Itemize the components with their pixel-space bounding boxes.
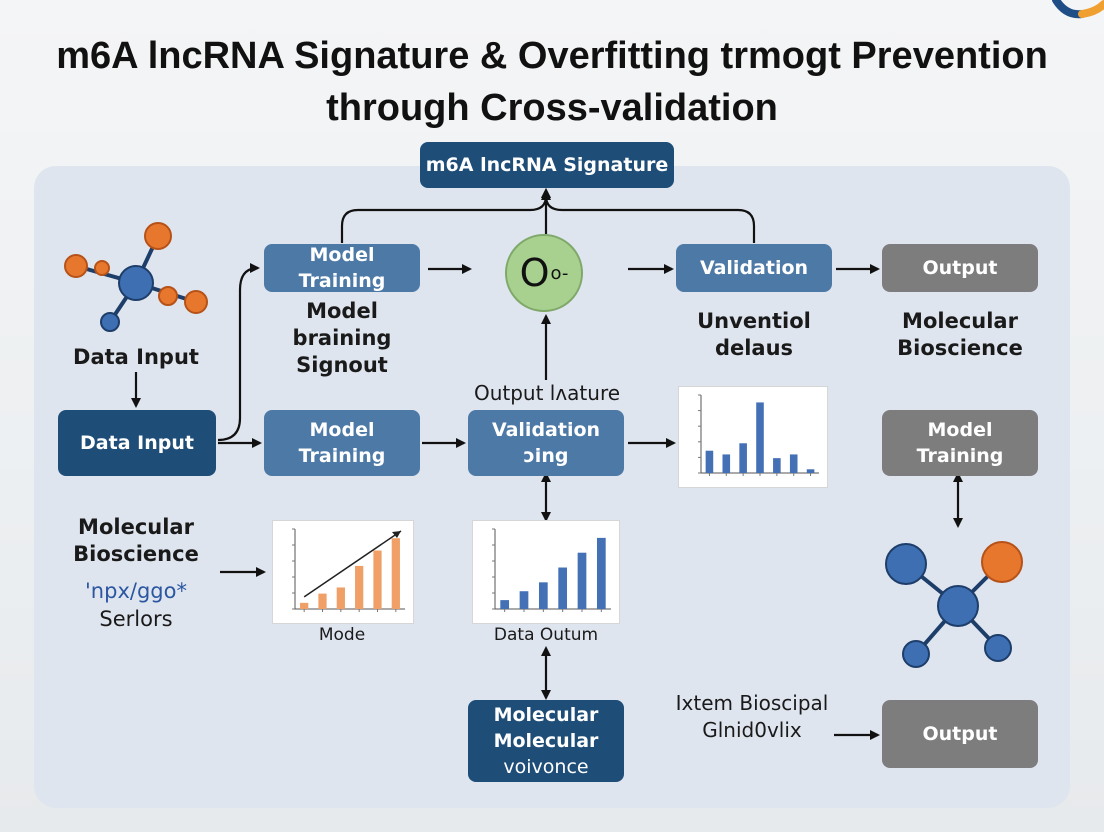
chart-blue-middle-svg [492, 528, 611, 612]
chart-axes [294, 529, 405, 610]
molecular-bioscience-left-line1: Molecular [78, 515, 194, 539]
data-outum-label: Data Outum [493, 625, 599, 645]
chart-bar [355, 565, 364, 609]
model-braining-line1: Model [306, 299, 378, 323]
chart-bar [538, 582, 548, 609]
chart-bar [577, 552, 587, 609]
molecular-box-line2: Molecular [493, 730, 599, 752]
chart-blue-top-right [678, 386, 828, 488]
data-input-box: Data Input [58, 410, 216, 476]
molecule-icon-right [885, 541, 1023, 668]
signature-box-label: m6A lncRNA Signature [425, 154, 669, 176]
chart-bar [500, 600, 510, 609]
title-line-2: through Cross-validation [326, 87, 778, 129]
chart-bar [336, 587, 345, 609]
molecular-bioscience-right-line1: Molecular [902, 309, 1018, 333]
model-braining-line2: braining [292, 326, 392, 350]
chart-orange-svg [292, 528, 405, 612]
output-box-top: Output [882, 244, 1038, 292]
ixtem-line1: Ixtem Bioscipal [675, 691, 829, 715]
chart-axes [494, 529, 611, 610]
page-title: m6A lncRNA Signature & Overfitting trmog… [0, 30, 1104, 134]
chart-bar [705, 450, 714, 473]
chart-bar [373, 550, 382, 609]
validation-box-top: Validation [676, 244, 832, 292]
ixtem-line2: Glnid0vlix [702, 718, 802, 742]
chart-orange [272, 520, 414, 624]
model-training-box-mid: Model Training [264, 410, 420, 476]
data-input-label: Data Input [73, 345, 199, 369]
molecular-box-line1: Molecular [493, 704, 599, 726]
chart-blue-top-right-svg [698, 394, 819, 476]
chart-blue-middle [472, 520, 620, 624]
signature-box: m6A lncRNA Signature [420, 142, 674, 188]
corner-decoration [1052, 0, 1104, 26]
data-input-box-label: Data Input [80, 432, 194, 454]
output-top-label: Output [922, 257, 998, 279]
chart-bar [773, 458, 781, 473]
chart-bar [519, 591, 529, 609]
mode-label: Mode [318, 625, 366, 645]
model-training-mid-label: Model Training [298, 419, 386, 467]
output-iwature-label: Output lʌature [473, 381, 621, 405]
chart-bar [806, 469, 815, 473]
output-box-bottom: Output [882, 700, 1038, 768]
unventiol-line1: Unventiol [697, 309, 811, 333]
molecular-box-line3: voivonce [503, 756, 589, 778]
model-training-top-label: Model Training [298, 244, 386, 292]
chart-bar [596, 537, 606, 609]
model-braining-label: Model braining Signout [262, 298, 422, 379]
chart-bar [391, 538, 400, 609]
chart-bar [756, 402, 764, 473]
unventiol-label: Unventiol delaus [672, 308, 836, 362]
chart-bar [739, 443, 747, 473]
chart-bar [318, 593, 327, 609]
serions-label: Serlors [99, 607, 173, 631]
chart-bar [789, 454, 798, 473]
npx-label: 'npx/ggo* [85, 579, 187, 603]
chart-trend-arrowhead [392, 531, 401, 538]
molecule-icon-left [64, 222, 208, 332]
molecular-bioscience-right: Molecular Bioscience [878, 308, 1042, 362]
model-training-right-label: Model Training [916, 419, 1004, 467]
chart-bar [558, 567, 568, 609]
molecular-bioscience-left-line2: Bioscience [73, 542, 199, 566]
validation-box-mid: Validation ɔing [468, 410, 624, 476]
arrow-signature-left [340, 188, 551, 243]
model-training-box-right: Model Training [882, 410, 1038, 476]
chart-bar [300, 602, 309, 609]
ixtem-label: Ixtem Bioscipal Glnid0vlix [664, 690, 840, 744]
molecular-bioscience-right-line2: Bioscience [897, 336, 1023, 360]
unventiol-line2: delaus [714, 336, 794, 360]
molecular-box: Molecular Molecular voivonce [468, 700, 624, 782]
chart-trend-line [303, 530, 402, 598]
title-line-1: m6A lncRNA Signature & Overfitting trmog… [56, 35, 1048, 77]
circle-node-small: o- [550, 262, 569, 284]
chart-bar [722, 454, 731, 473]
model-training-box-top: Model Training [264, 244, 420, 292]
validation-top-label: Validation [699, 257, 809, 279]
molecular-bioscience-left: Molecular Bioscience [56, 514, 216, 568]
output-bottom-label: Output [922, 723, 998, 745]
model-braining-line3: Signout [296, 353, 388, 377]
validation-mid-label: Validation ɔing [491, 419, 601, 467]
arrow-datainput-up-curve [217, 263, 260, 442]
circle-node-big: O [519, 251, 550, 295]
arrow-signature-right [541, 188, 756, 243]
